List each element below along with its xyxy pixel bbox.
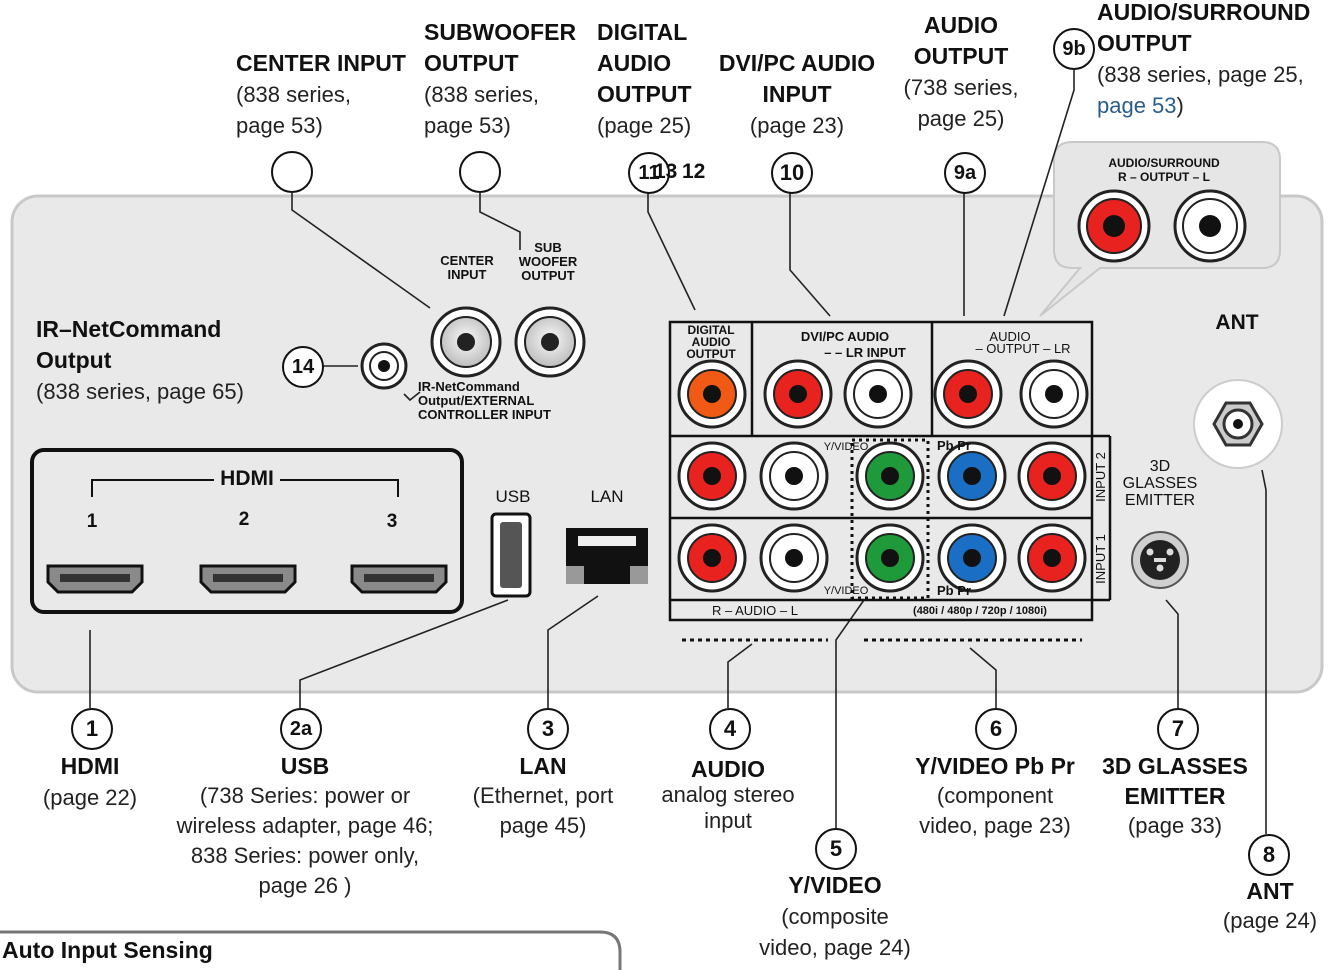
ant-connector — [1193, 379, 1283, 469]
callout-title: AUDIO/SURROUND — [1108, 156, 1220, 170]
link-page-53[interactable]: page 53 — [1097, 93, 1177, 118]
input1-y — [855, 523, 925, 593]
panel-digital-audio-output: DIGITAL AUDIO OUTPUT — [686, 323, 736, 361]
callout-number-9a: 9a — [944, 152, 986, 194]
panel-input-2: INPUT 2 — [1093, 452, 1108, 502]
label-audio-analog: AUDIO analog stereo input — [661, 756, 795, 833]
input2-pb — [937, 441, 1007, 511]
label-y-video: Y/VIDEO (composite video, page 24) — [759, 872, 911, 960]
panel-r-audio-l: R – AUDIO – L — [712, 603, 798, 618]
input2-y — [855, 441, 925, 511]
panel-yvideo-top: Y/VIDEO — [823, 441, 869, 453]
callout-number-7: 7 — [1157, 708, 1199, 750]
panel-hdmi-1: 1 — [86, 511, 98, 532]
input1-pr — [1017, 523, 1087, 593]
callout-number-4: 4 — [709, 708, 751, 750]
panel-audio-output-1: AUDIO — [989, 329, 1031, 344]
input2-pr — [1017, 441, 1087, 511]
hdmi-port-2 — [199, 564, 297, 594]
panel-dvi-lr-input: – – LR INPUT — [824, 345, 906, 360]
label-ant: ANT (page 24) — [1222, 878, 1318, 933]
callout-number-10: 10 — [771, 152, 813, 194]
auto-input-sensing-title: Auto Input Sensing — [2, 937, 213, 963]
input1-audio-l — [759, 523, 829, 593]
hdmi-group-box — [30, 448, 464, 614]
callout-jack-r — [1077, 189, 1151, 263]
callout-number-2a: 2a — [280, 708, 322, 750]
label-dvi-pc-audio-input: DVI/PC AUDIO INPUT (page 23) — [718, 50, 876, 138]
ir-jack — [360, 342, 408, 390]
panel-yvideo-bottom: Y/VIDEO — [823, 585, 869, 597]
panel-resolutions: (480i / 480p / 720p / 1080i) — [913, 605, 1047, 617]
callout-jack-l — [1173, 189, 1247, 263]
label-3d-glasses: 3D GLASSES EMITTER (page 33) — [1102, 753, 1248, 838]
callout-number-13: 13 — [654, 160, 678, 183]
leader-lines — [89, 70, 1267, 834]
panel-center-input: CENTER INPUT — [440, 253, 494, 282]
label-lan: LAN (Ethernet, port page 45) — [472, 753, 614, 838]
label-digital-audio-output: DIGITAL AUDIO OUTPUT (page 25) — [597, 19, 692, 138]
label-center-input: CENTER INPUT (838 series, page 53) — [236, 50, 406, 138]
panel-dvi-pc-audio: DVI/PC AUDIO — [800, 329, 890, 344]
label-audio-surround-output: AUDIO/SURROUND OUTPUT (838 series, page … — [1097, 0, 1311, 118]
audio-out-jack-r — [933, 359, 1003, 429]
panel-pbpr-top: Pb Pr — [937, 438, 971, 453]
panel-lan: LAN — [590, 487, 624, 506]
panel-input-1: INPUT 1 — [1093, 534, 1108, 584]
center-input-callout-circle — [271, 151, 313, 193]
panel-ant: ANT — [1215, 311, 1259, 334]
callout-number-8: 8 — [1248, 834, 1290, 876]
label-hdmi: HDMI (page 22) — [42, 753, 138, 810]
callout-number-11: 11 — [628, 152, 670, 194]
label-usb: USB (738 Series: power or wireless adapt… — [176, 753, 434, 898]
panel-3d-glasses: 3D GLASSES EMITTER — [1122, 458, 1198, 509]
label-audio-output: AUDIO OUTPUT (738 series, page 25) — [903, 12, 1019, 131]
lan-port — [566, 528, 648, 584]
subwoofer-jack — [514, 306, 586, 378]
3d-emitter-jack — [1131, 531, 1189, 589]
callout-sub: R – OUTPUT – L — [1117, 170, 1210, 184]
callout-number-1: 1 — [71, 708, 113, 750]
av-block-outline — [668, 320, 1112, 622]
input1-audio-r — [677, 523, 747, 593]
subwoofer-callout-circle — [459, 151, 501, 193]
panel-hdmi-3: 3 — [386, 511, 398, 532]
callout-number-14: 14 — [282, 346, 324, 388]
rca-jacks — [677, 359, 1089, 593]
callout-number-9b: 9b — [1053, 28, 1095, 70]
panel-ir-port-label: IR-NetCommand Output/EXTERNAL CONTROLLER… — [418, 379, 551, 422]
audio-out-jack-l — [1019, 359, 1089, 429]
callout-number-5: 5 — [815, 828, 857, 870]
panel-pbpr-bottom: Pb Pr — [937, 583, 971, 598]
input2-audio-r — [677, 441, 747, 511]
panel-usb: USB — [495, 487, 531, 506]
panel-hdmi-header: HDMI — [220, 467, 274, 490]
input1-pb — [937, 523, 1007, 593]
panel-sub-woofer: SUB WOOFER OUTPUT — [518, 240, 578, 283]
dvi-audio-jack-r — [763, 359, 833, 429]
label-ir-netcommand: IR–NetCommand Output (838 series, page 6… — [36, 316, 244, 404]
center-input-jack — [430, 306, 502, 378]
callout-number-12: 12 — [682, 160, 706, 183]
hdmi-port-1 — [46, 564, 144, 594]
callout-number-6: 6 — [975, 708, 1017, 750]
auto-input-box — [0, 930, 622, 970]
digital-audio-jack — [677, 359, 747, 429]
composite-dotted-outline — [850, 438, 930, 600]
panel-audio-output-2: – OUTPUT – LR — [975, 341, 1071, 356]
label-subwoofer-output: SUBWOOFER OUTPUT (838 series, page 53) — [424, 19, 577, 138]
panel-hdmi-2: 2 — [238, 509, 250, 530]
hdmi-port-3 — [350, 564, 448, 594]
tv-back-panel — [10, 194, 1324, 694]
label-component: Y/VIDEO Pb Pr (component video, page 23) — [915, 753, 1075, 838]
input2-audio-l — [759, 441, 829, 511]
callout-number-3: 3 — [527, 708, 569, 750]
usb-port — [490, 512, 532, 598]
dvi-audio-jack-l — [843, 359, 913, 429]
